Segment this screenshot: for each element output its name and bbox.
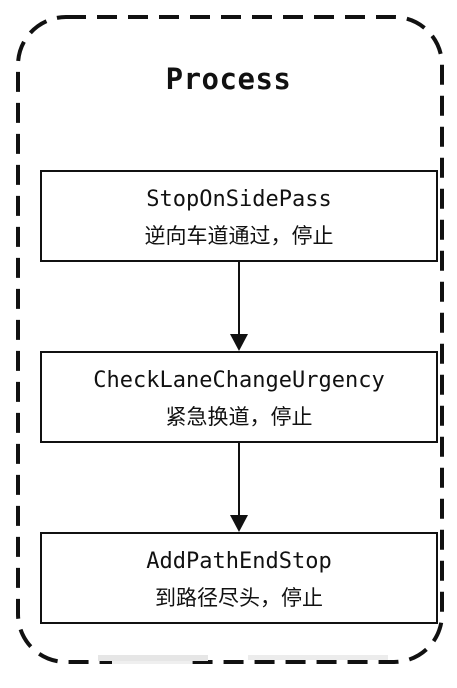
process-container-dashed-border — [16, 15, 444, 664]
process-step-sublabel: 到路径尽头，停止 — [155, 586, 323, 610]
process-step-check-lane-change-urgency: CheckLaneChangeUrgency 紧急换道，停止 — [40, 351, 438, 443]
process-step-sublabel: 紧急换道，停止 — [165, 405, 313, 429]
watermark-smudge — [98, 655, 388, 664]
process-step-label: AddPathEndStop — [146, 549, 332, 574]
arrow-1-head — [230, 334, 248, 351]
process-step-label: StopOnSidePass — [146, 187, 332, 212]
arrow-2-head — [230, 515, 248, 532]
process-step-add-path-end-stop: AddPathEndStop 到路径尽头，停止 — [40, 532, 438, 624]
process-step-stop-on-side-pass: StopOnSidePass 逆向车道通过，停止 — [40, 170, 438, 262]
process-step-label: CheckLaneChangeUrgency — [93, 368, 385, 393]
diagram-title: Process — [165, 62, 292, 96]
process-step-sublabel: 逆向车道通过，停止 — [144, 224, 334, 248]
